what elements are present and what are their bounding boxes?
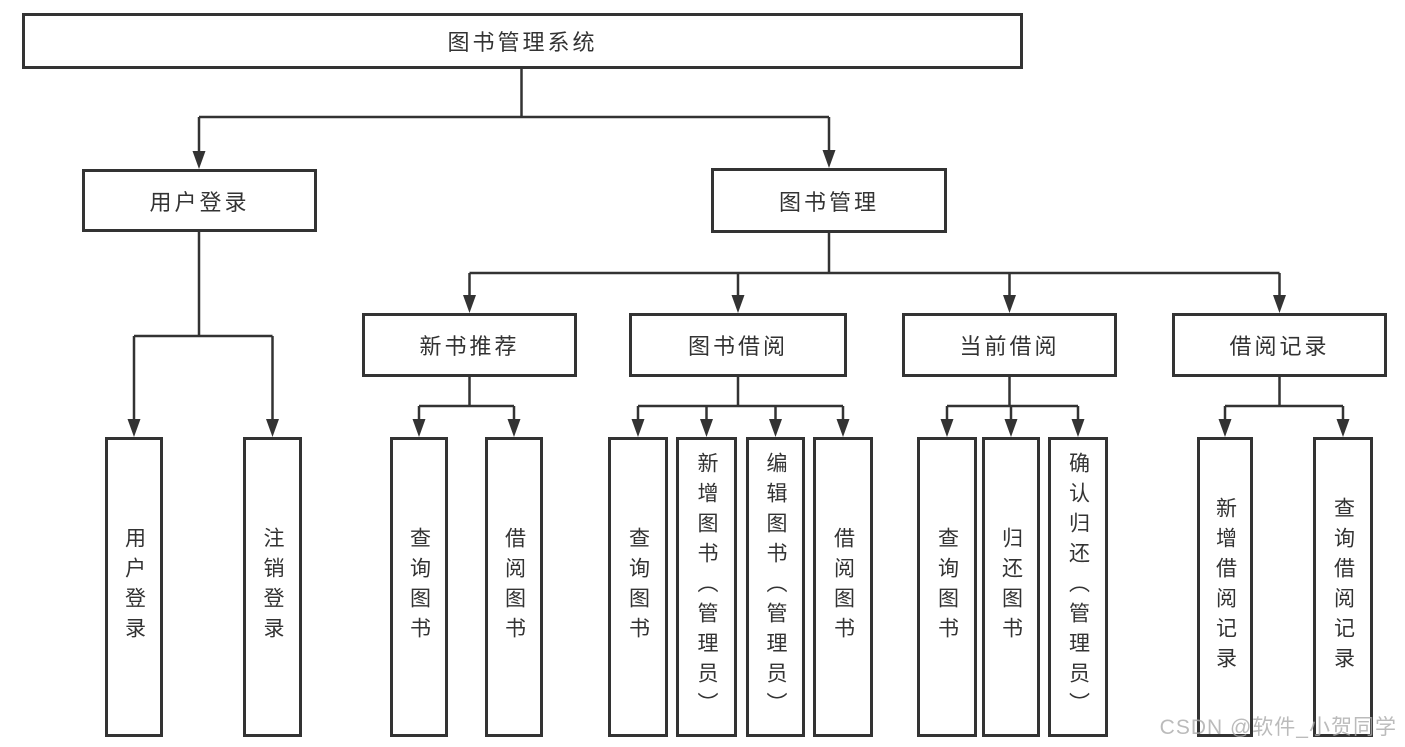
leaf-current-return-books: 归还图书 bbox=[982, 437, 1040, 737]
node-book-management: 图书管理 bbox=[711, 168, 947, 233]
leaf-record-query-borrow-record: 查询借阅记录 bbox=[1313, 437, 1373, 737]
leaf-borrow-borrow-books: 借阅图书 bbox=[813, 437, 873, 737]
leaf-logout: 注销登录 bbox=[243, 437, 302, 737]
leaf-current-confirm-return-admin: 确认归还（管理员） bbox=[1048, 437, 1108, 737]
node-new-book-recommend-label: 新书推荐 bbox=[419, 334, 520, 359]
arrowhead-icons bbox=[127, 150, 1350, 437]
leaf-borrow-query-books-label: 查询图书 bbox=[626, 527, 650, 647]
node-borrow-record: 借阅记录 bbox=[1172, 313, 1387, 377]
leaf-newrec-query-books-label: 查询图书 bbox=[407, 527, 431, 647]
node-root: 图书管理系统 bbox=[22, 13, 1023, 69]
leaf-user-login: 用户登录 bbox=[105, 437, 163, 737]
leaf-borrow-edit-books-admin: 编辑图书（管理员） bbox=[746, 437, 805, 737]
leaf-current-query-books: 查询图书 bbox=[917, 437, 977, 737]
leaf-current-query-books-label: 查询图书 bbox=[935, 527, 959, 647]
leaf-borrow-add-books-admin-label: 新增图书（管理员） bbox=[695, 452, 718, 722]
node-root-label: 图书管理系统 bbox=[447, 30, 598, 55]
node-user-login: 用户登录 bbox=[82, 169, 317, 232]
node-borrow-record-label: 借阅记录 bbox=[1229, 334, 1330, 359]
leaf-logout-label: 注销登录 bbox=[261, 527, 284, 647]
node-current-borrow: 当前借阅 bbox=[902, 313, 1117, 377]
node-current-borrow-label: 当前借阅 bbox=[959, 334, 1060, 359]
node-user-login-label: 用户登录 bbox=[149, 189, 250, 215]
leaf-record-add-borrow-record: 新增借阅记录 bbox=[1197, 437, 1253, 737]
leaf-borrow-add-books-admin: 新增图书（管理员） bbox=[676, 437, 737, 737]
leaf-newrec-query-books: 查询图书 bbox=[390, 437, 448, 737]
node-book-borrow-label: 图书借阅 bbox=[687, 334, 788, 359]
node-book-management-label: 图书管理 bbox=[778, 189, 879, 215]
leaf-newrec-borrow-books: 借阅图书 bbox=[485, 437, 543, 737]
leaf-borrow-edit-books-admin-label: 编辑图书（管理员） bbox=[764, 452, 787, 722]
leaf-record-add-borrow-record-label: 新增借阅记录 bbox=[1213, 497, 1237, 677]
node-new-book-recommend: 新书推荐 bbox=[362, 313, 577, 377]
csdn-watermark: CSDN @软件_小贺同学 bbox=[1159, 716, 1397, 739]
leaf-record-query-borrow-record-label: 查询借阅记录 bbox=[1331, 497, 1355, 677]
leaf-current-return-books-label: 归还图书 bbox=[999, 527, 1023, 647]
leaf-user-login-label: 用户登录 bbox=[122, 527, 146, 647]
leaf-newrec-borrow-books-label: 借阅图书 bbox=[502, 527, 526, 647]
leaf-current-confirm-return-admin-label: 确认归还（管理员） bbox=[1066, 452, 1090, 722]
leaf-borrow-borrow-books-label: 借阅图书 bbox=[831, 527, 855, 647]
leaf-borrow-query-books: 查询图书 bbox=[608, 437, 668, 737]
node-book-borrow: 图书借阅 bbox=[629, 313, 847, 377]
